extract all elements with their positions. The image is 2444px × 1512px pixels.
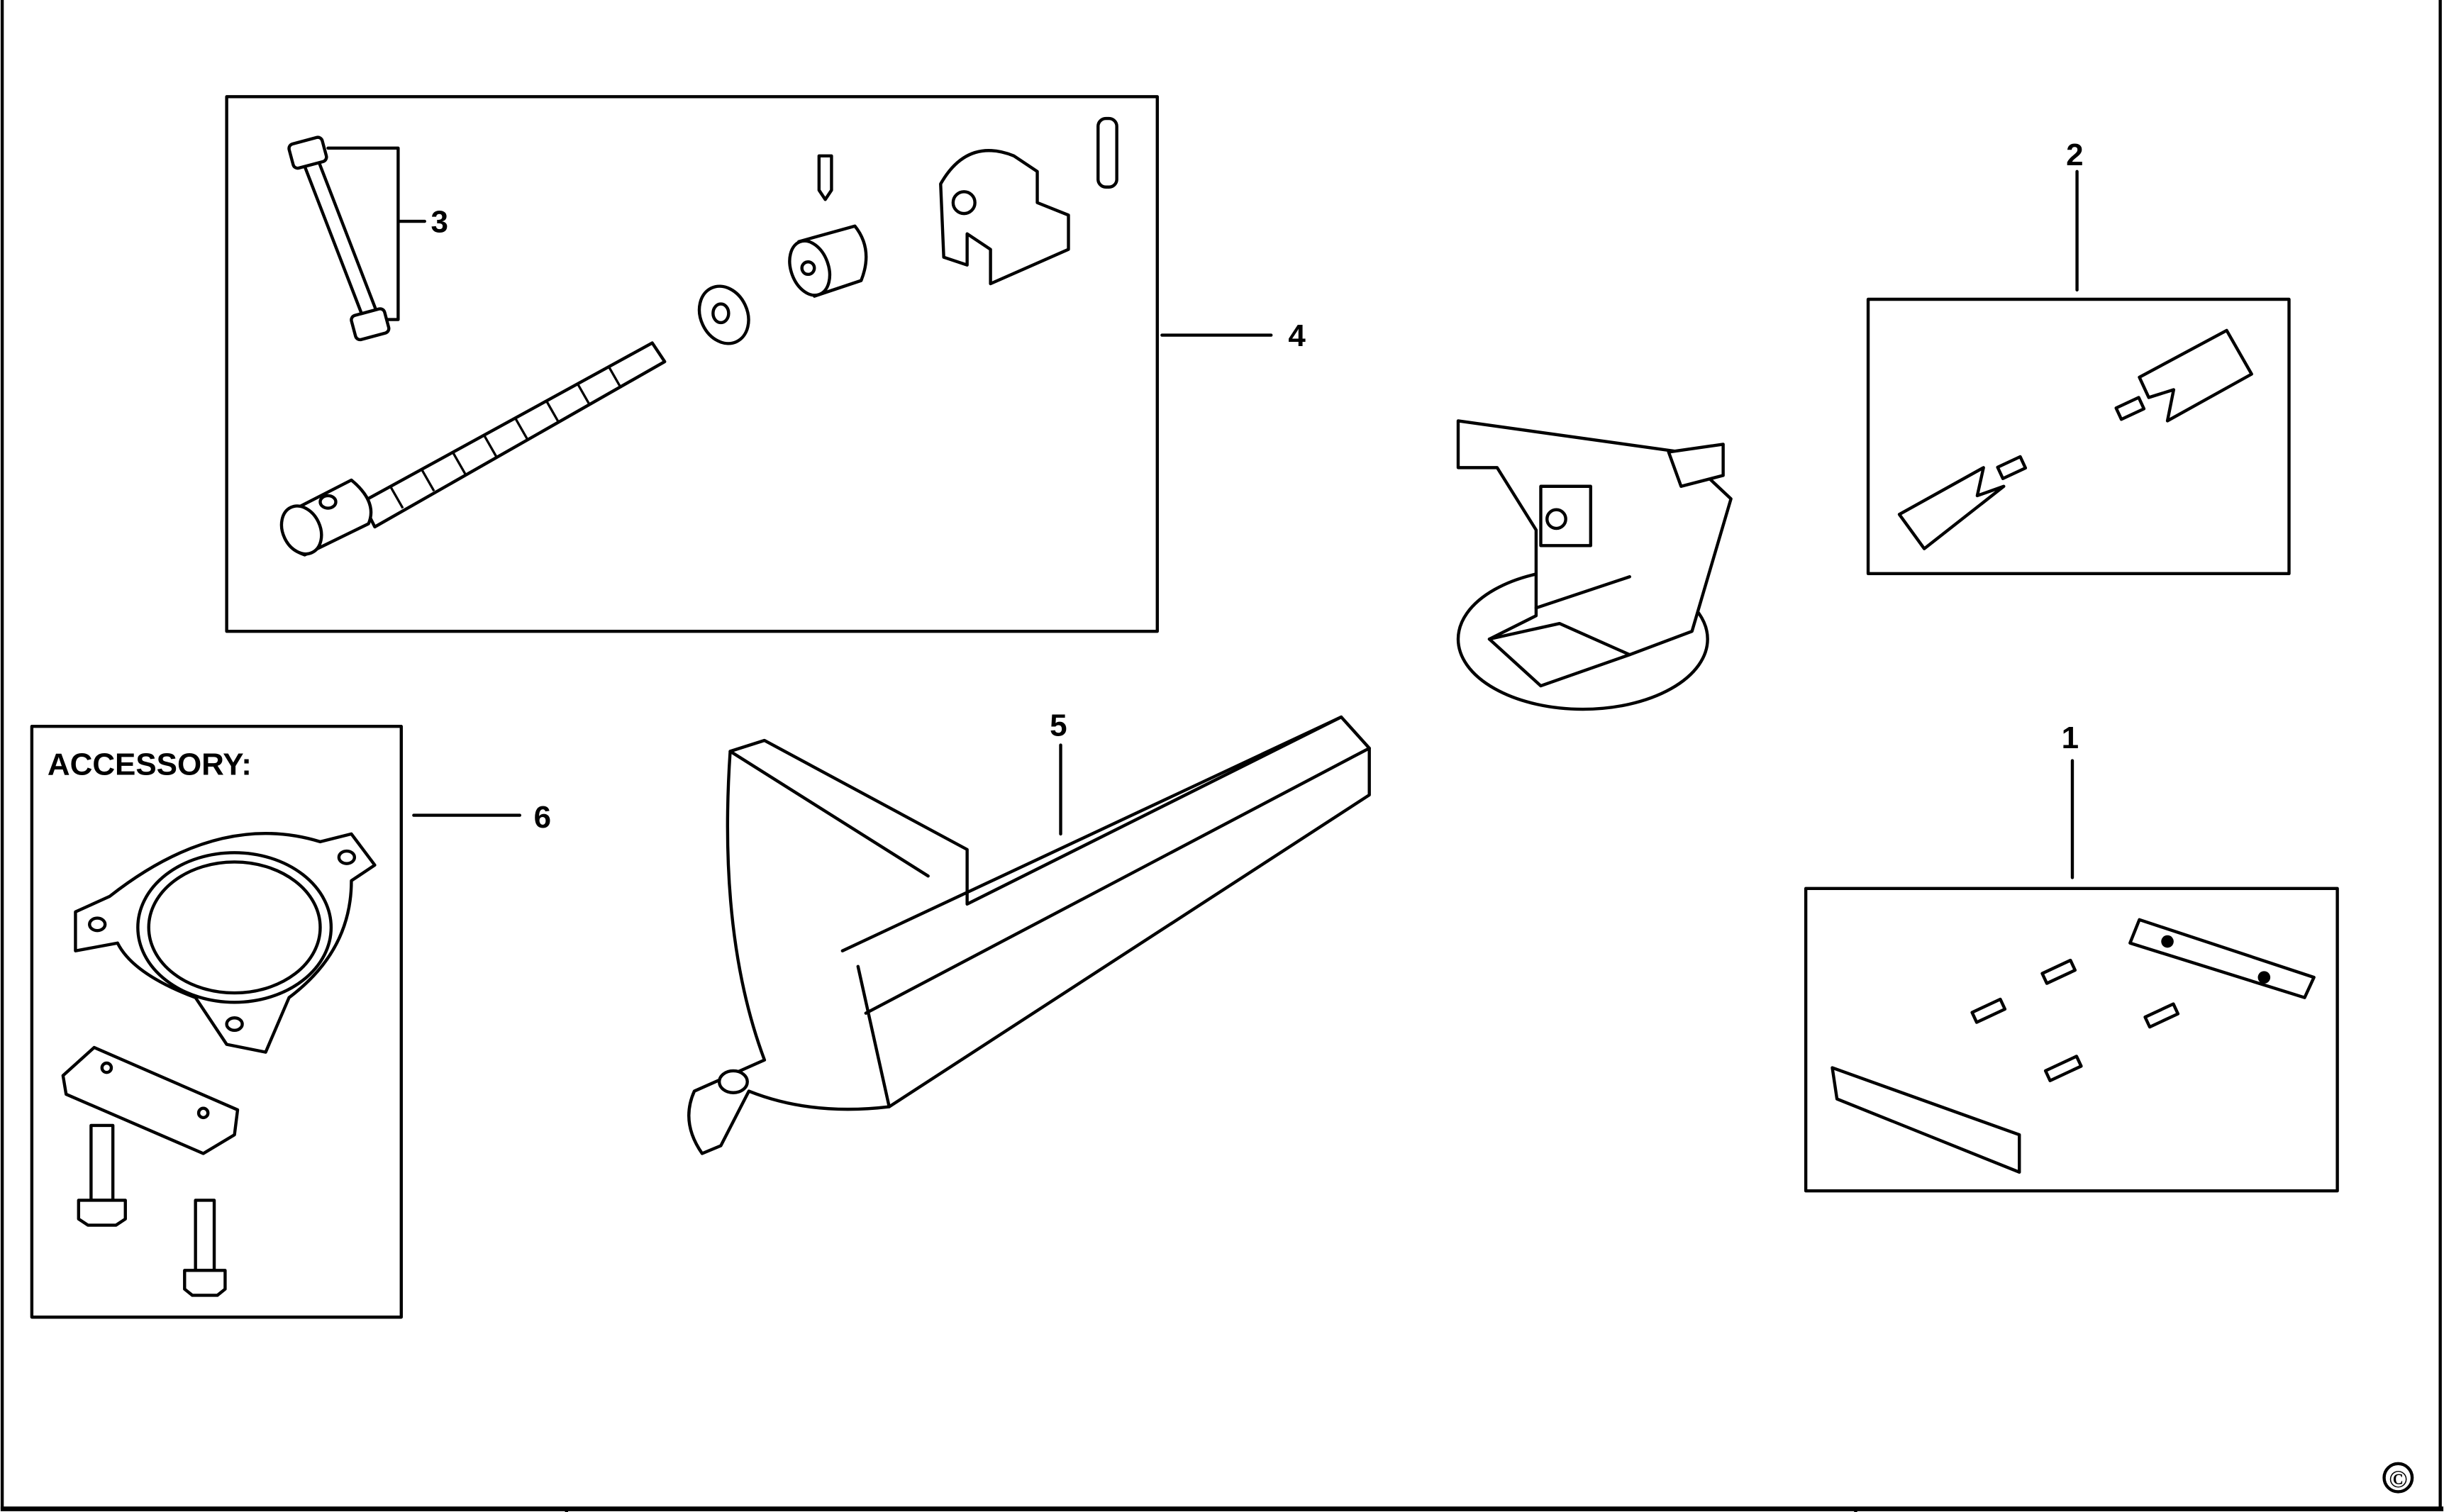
part-5-label: 5 — [1050, 708, 1067, 743]
clamp-plate-part — [61, 1045, 240, 1155]
copyright-symbol: © — [2389, 1465, 2407, 1493]
part-1-box — [1804, 886, 2339, 1193]
screw-part — [1996, 455, 2028, 480]
jaw-edges — [728, 715, 1371, 1108]
sliding-jaw-part — [687, 715, 1371, 1155]
jaw-plate-part — [1831, 1066, 2021, 1174]
nut-block-part — [939, 116, 1118, 286]
accessory-heading: ACCESSORY: — [48, 747, 252, 782]
part-6-label: 6 — [534, 800, 551, 835]
swivel-base-part — [74, 831, 377, 1054]
part-1-label: 1 — [2062, 721, 2079, 755]
part-4-group[interactable]: 4 3 — [225, 95, 1306, 633]
part-3-label: 3 — [431, 204, 448, 239]
copyright-icon — [2382, 1462, 2414, 1494]
part-6-group[interactable]: ACCESSORY: 6 — [30, 725, 551, 1319]
main-screw-part — [279, 341, 667, 557]
collar-part — [788, 154, 868, 298]
part-5-group[interactable]: 5 — [687, 708, 1371, 1155]
jaw-cover-part — [2138, 328, 2253, 423]
washer-part — [697, 284, 750, 345]
jaw-hole — [717, 1069, 749, 1094]
part-4-box — [225, 95, 1159, 633]
screw-parts — [1970, 958, 2180, 1082]
part-2-group[interactable]: 2 — [1866, 138, 2291, 576]
part-2-box — [1866, 297, 2291, 576]
vise-body-part — [1456, 419, 1733, 711]
screw-part — [2114, 396, 2146, 421]
bolt-parts — [77, 1123, 227, 1297]
part-1-group[interactable]: 1 — [1804, 721, 2339, 1193]
handle-bar-part — [287, 135, 391, 342]
jaw-cover-part — [1897, 466, 2006, 550]
part-2-label: 2 — [2066, 138, 2083, 172]
jaw-plate-part — [2128, 918, 2316, 999]
part-3-bracket — [326, 146, 426, 321]
part-4-label: 4 — [1288, 318, 1306, 353]
part-6-box — [30, 725, 403, 1319]
